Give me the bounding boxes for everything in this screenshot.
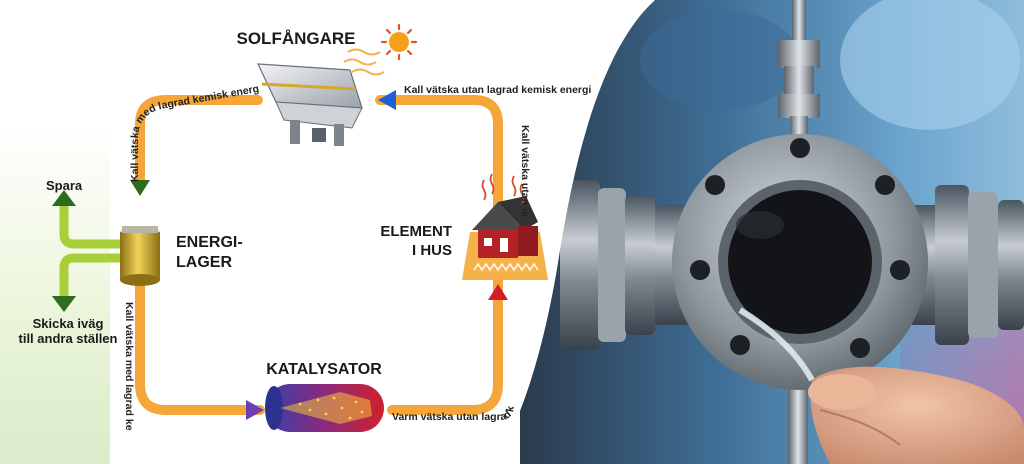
- send-label-line1: Skicka iväg: [33, 316, 104, 331]
- solar-collector-icon: [257, 63, 363, 146]
- energy-loop: [135, 95, 503, 415]
- storage-label-line1: ENERGI-: [176, 234, 243, 251]
- house-heat-icon: [462, 173, 548, 280]
- send-flow: [59, 253, 120, 298]
- catalyst-tank-icon: [265, 384, 384, 432]
- storage-tank-icon: [120, 226, 160, 286]
- sun-icon: [343, 23, 418, 76]
- send-label-line2: till andra ställen: [19, 331, 118, 346]
- diagram-panel: [0, 0, 655, 464]
- arrow-down-green: [130, 180, 150, 196]
- catalyst-label: KATALYSATOR: [266, 361, 382, 378]
- save-flow: [59, 204, 120, 249]
- save-label: Spara: [46, 178, 83, 193]
- element-label-line1: ELEMENT: [380, 223, 452, 240]
- arrow-left-blue: [378, 90, 396, 110]
- storage-label-line2: LAGER: [176, 254, 232, 271]
- arrow-up-save: [52, 190, 76, 206]
- arrow-up-red: [488, 284, 508, 300]
- flow-label-top-right: Kall vätska utan lagrad kemisk energi: [404, 84, 591, 96]
- arrow-right-purple: [246, 400, 264, 420]
- element-label-line2: I HUS: [412, 242, 452, 259]
- solar-collector-label: SOLFÅNGARE: [237, 29, 356, 48]
- arrow-down-send: [52, 296, 76, 312]
- fitting: [778, 40, 820, 68]
